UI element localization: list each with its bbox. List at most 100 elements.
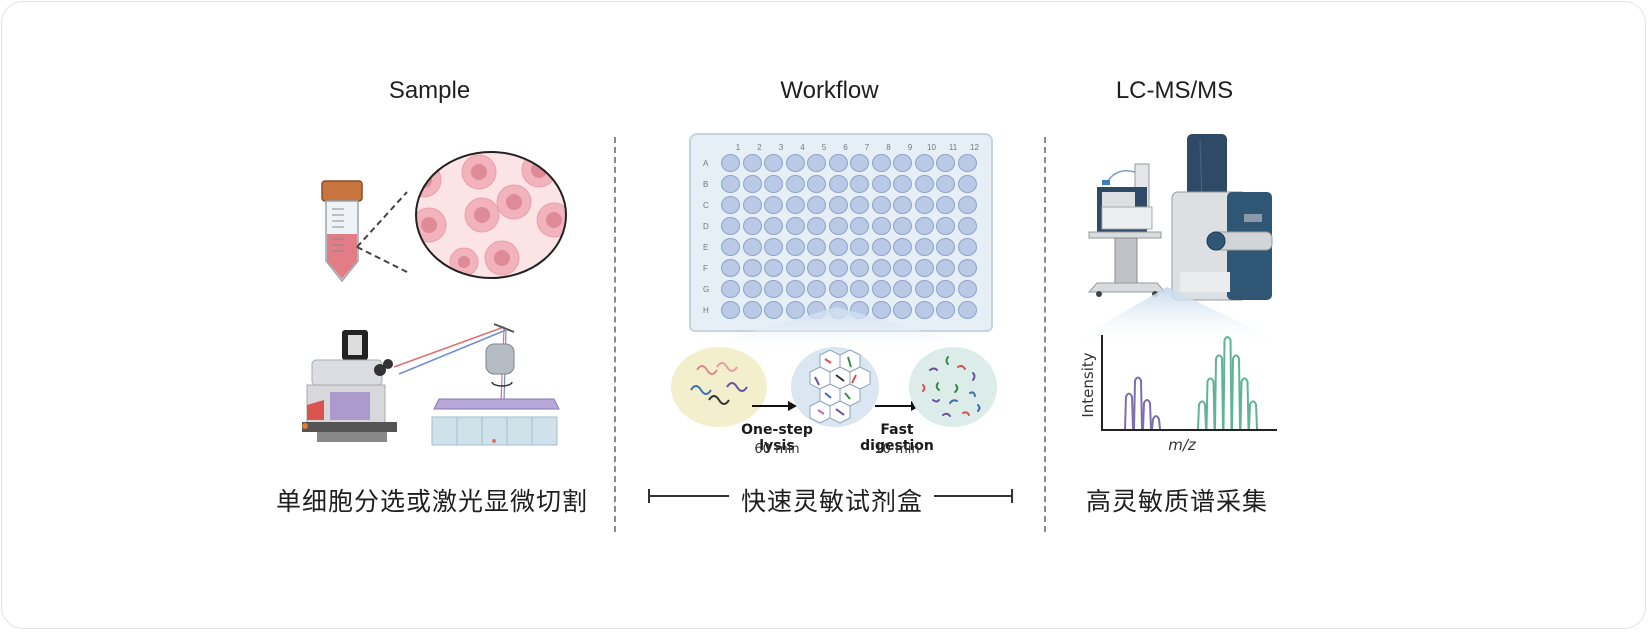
plate-well xyxy=(893,280,912,298)
plate-well xyxy=(936,301,955,319)
plate-well xyxy=(893,217,912,235)
plate-well xyxy=(850,175,869,193)
plate-well xyxy=(936,238,955,256)
step-time-digestion: 10 min xyxy=(874,442,920,457)
plate-well xyxy=(957,301,977,319)
plate-well xyxy=(893,259,912,277)
spectrum-peak xyxy=(1239,377,1250,430)
plate-well xyxy=(742,238,762,256)
plate-well xyxy=(936,280,955,298)
plate-well xyxy=(721,301,740,319)
plate-row-label: B xyxy=(703,180,709,189)
plate-well xyxy=(764,154,783,172)
spectrum-peak xyxy=(1214,354,1224,430)
plate-well xyxy=(936,196,955,214)
step-label-lysis: One-step lysis xyxy=(741,422,813,454)
arrow-icon xyxy=(752,401,797,411)
plate-column-label: 3 xyxy=(778,143,784,152)
plate-row-label: A xyxy=(703,159,709,168)
spectrum-peak xyxy=(1197,400,1207,430)
plate-well xyxy=(785,238,805,256)
plate-well xyxy=(721,175,740,193)
plate-well xyxy=(936,217,955,235)
plate-well xyxy=(785,196,805,214)
plate-well xyxy=(742,175,762,193)
plate-well xyxy=(914,259,934,277)
plate-column-label: 1 xyxy=(735,143,741,152)
plate-column-label: 8 xyxy=(886,143,891,152)
plate-well xyxy=(871,259,891,277)
spectrum-peak xyxy=(1133,376,1143,430)
plate-well xyxy=(871,280,891,298)
plate-well xyxy=(828,280,848,298)
plate-well xyxy=(893,175,912,193)
plate-well xyxy=(828,175,848,193)
plate-well xyxy=(807,280,826,298)
lysis-icon xyxy=(791,347,879,427)
spectrum-peak xyxy=(1248,400,1258,430)
plate-well xyxy=(828,238,848,256)
plate-well xyxy=(785,154,805,172)
plate-well xyxy=(871,196,891,214)
section-title-workflow: Workflow xyxy=(780,77,879,104)
plate-well xyxy=(742,301,762,319)
plate-column-label: 12 xyxy=(970,143,979,152)
plate-well xyxy=(957,196,977,214)
plate-well xyxy=(893,301,912,319)
plate-well xyxy=(742,217,762,235)
plate-well xyxy=(936,175,955,193)
zoom-guide-lines xyxy=(356,191,408,273)
plate-column-label: 10 xyxy=(927,143,936,152)
plate-well xyxy=(893,196,912,214)
plate-row-label: F xyxy=(703,264,708,273)
microscope-icon xyxy=(302,330,397,442)
step-time-lysis: 60 min xyxy=(754,442,800,457)
plate-well xyxy=(957,154,977,172)
plate-column-label: 9 xyxy=(907,143,913,152)
plate-well xyxy=(721,259,740,277)
plate-well xyxy=(742,196,762,214)
plate-well xyxy=(807,175,826,193)
plate-well xyxy=(850,196,869,214)
plate-row-label: G xyxy=(703,285,710,294)
plate-well xyxy=(914,301,934,319)
plate-column-label: 5 xyxy=(821,143,827,152)
plate-well xyxy=(893,238,912,256)
section-caption-lcmsms: 高灵敏质谱采集 xyxy=(1085,487,1268,516)
cells-magnified-icon xyxy=(415,151,567,279)
plate-well xyxy=(850,217,869,235)
plate-well xyxy=(785,301,805,319)
section-caption-sample: 单细胞分选或激光显微切割 xyxy=(275,487,588,516)
plate-well xyxy=(871,217,891,235)
plate-well xyxy=(936,154,955,172)
plate-wells xyxy=(721,154,986,324)
plate-well xyxy=(721,217,740,235)
plate-well xyxy=(957,280,977,298)
plate-well xyxy=(807,238,826,256)
plate-well xyxy=(957,175,977,193)
plate-column-label: 11 xyxy=(948,143,958,152)
sample-tube-icon xyxy=(321,180,363,283)
plate-well xyxy=(721,280,740,298)
plate-well xyxy=(807,217,826,235)
plate-row-label: H xyxy=(703,306,709,315)
spectrum-peak xyxy=(1222,336,1233,430)
plate-well xyxy=(764,280,783,298)
projection-cone xyxy=(682,307,992,352)
plate-well xyxy=(936,259,955,277)
digestion-icon xyxy=(909,347,997,427)
plate-well xyxy=(721,154,740,172)
protein-sample-icon xyxy=(671,347,767,427)
plate-well xyxy=(742,280,762,298)
plate-well xyxy=(871,301,891,319)
plate-well xyxy=(957,259,977,277)
plate-well xyxy=(871,238,891,256)
plate-well xyxy=(893,154,912,172)
plate-well xyxy=(828,259,848,277)
spectrum-peak xyxy=(1151,415,1161,430)
plate-well xyxy=(807,196,826,214)
section-title-sample: Sample xyxy=(388,77,471,104)
